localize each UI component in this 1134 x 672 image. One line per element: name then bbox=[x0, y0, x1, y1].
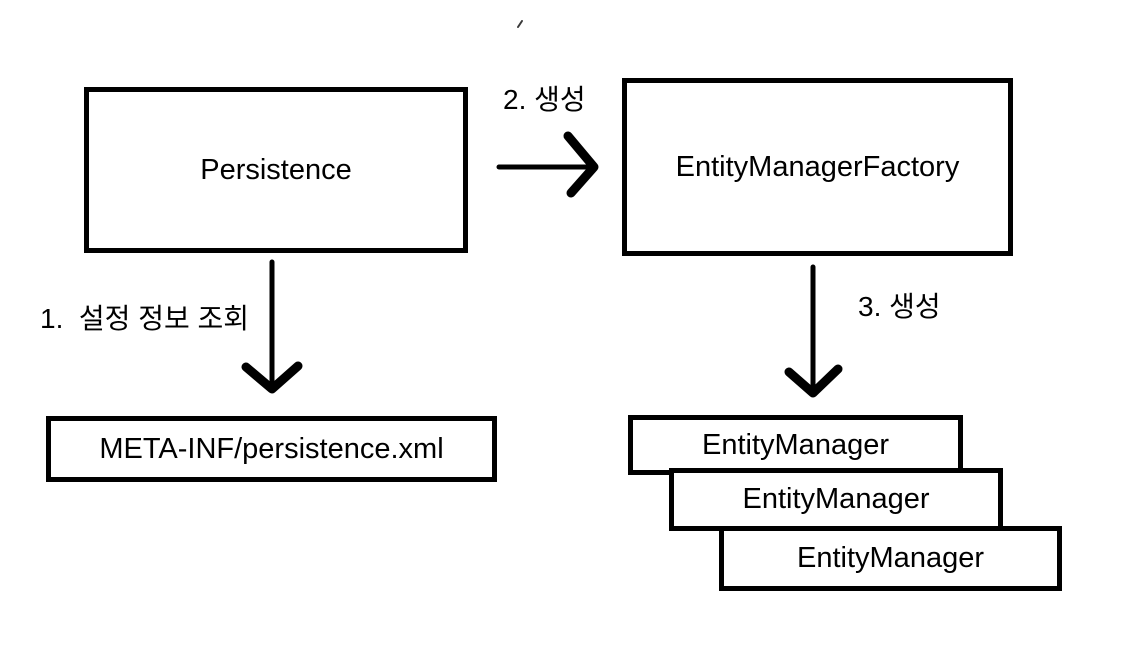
entity-manager-label: EntityManager bbox=[742, 483, 930, 515]
entity-manager-node: EntityManager bbox=[719, 526, 1062, 591]
entity-manager-node: EntityManager bbox=[628, 415, 963, 475]
persistence-label: Persistence bbox=[200, 153, 352, 186]
persistence-xml-node: META-INF/persistence.xml bbox=[46, 416, 497, 482]
arrow-config-lookup bbox=[241, 259, 303, 394]
step3-create-label: 3. 생성 bbox=[858, 291, 941, 322]
persistence-node: Persistence bbox=[84, 87, 468, 253]
entity-manager-factory-label: EntityManagerFactory bbox=[675, 150, 960, 183]
arrow-create-entity-managers bbox=[784, 264, 843, 398]
entity-manager-label: EntityManager bbox=[702, 428, 889, 461]
arrow-create-factory bbox=[496, 131, 599, 198]
persistence-xml-label: META-INF/persistence.xml bbox=[99, 432, 444, 465]
entity-manager-label: EntityManager bbox=[797, 542, 984, 574]
entity-manager-node: EntityManager bbox=[669, 468, 1003, 531]
step2-create-label: 2. 생성 bbox=[503, 84, 586, 115]
entity-manager-factory-node: EntityManagerFactory bbox=[622, 78, 1013, 256]
stray-mark bbox=[517, 20, 523, 28]
step1-config-lookup-label: 1. 설정 정보 조회 bbox=[40, 303, 250, 334]
